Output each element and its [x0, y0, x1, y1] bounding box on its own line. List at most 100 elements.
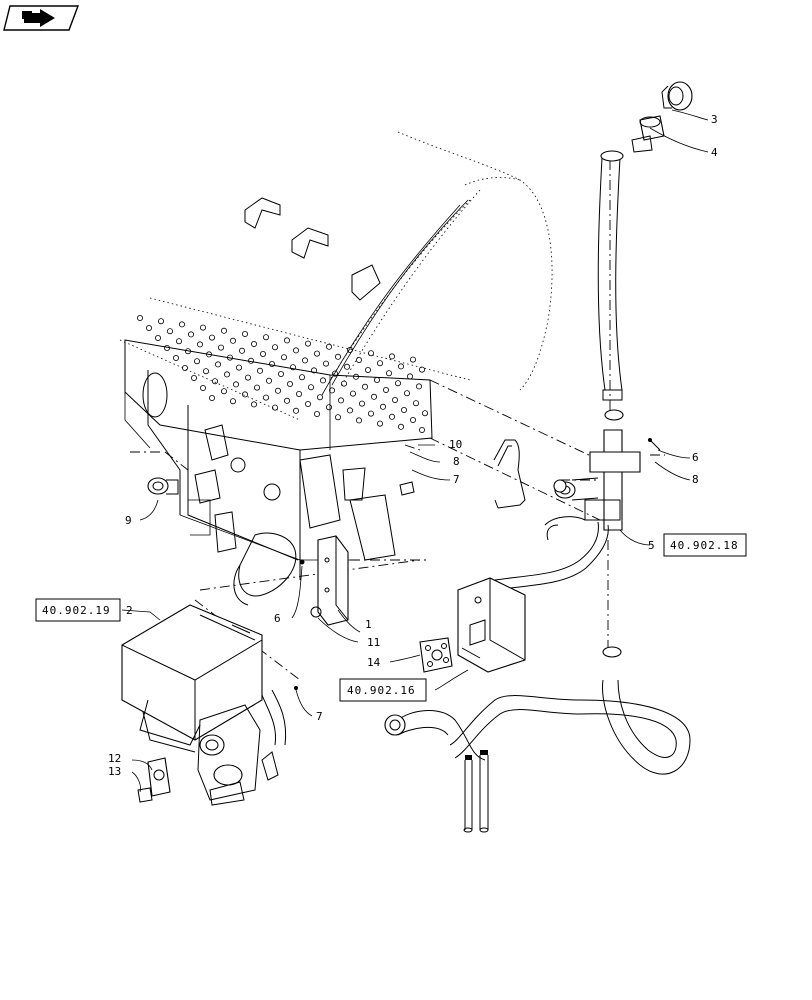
bracket-box [457, 577, 526, 673]
perforation-hole [232, 381, 239, 388]
callout-11: 11 [367, 636, 380, 649]
perforation-hole [382, 386, 389, 393]
perforation-hole [259, 350, 266, 357]
nut-13 [137, 787, 153, 803]
perforation-hole [229, 398, 236, 405]
perforation-hole [238, 347, 245, 354]
perforation-hole [178, 321, 185, 328]
back-arrow-icon[interactable] [3, 5, 80, 31]
perforation-hole [340, 380, 347, 387]
perforation-hole [265, 377, 272, 384]
perforation-hole [250, 340, 257, 347]
fitting-9 [147, 477, 179, 495]
perforation-hole [298, 374, 305, 381]
callout-13: 13 [108, 765, 121, 778]
perforation-hole [196, 341, 203, 348]
perforation-hole [262, 394, 269, 401]
perforation-hole [325, 343, 332, 350]
perforation-hole [325, 404, 332, 411]
callout-12: 12 [108, 752, 121, 765]
perforation-hole [208, 334, 215, 341]
assembly-guides [130, 160, 665, 681]
perforation-hole [310, 367, 317, 374]
perforation-hole [283, 337, 290, 344]
callout-8b: 8 [692, 473, 699, 486]
reference-label: 40.902.18 [670, 539, 739, 552]
perforation-hole [241, 391, 248, 398]
perforation-hole [214, 361, 221, 368]
callout-6b: 6 [692, 451, 699, 464]
mount-plate-12 [147, 757, 171, 797]
callout-labels: 1 2 3 4 5 6 6 7 7 8 8 9 10 11 12 13 14 [108, 113, 718, 778]
perforation-hole [286, 380, 293, 387]
perforation-hole [412, 400, 419, 407]
perforation-hole [367, 350, 374, 357]
perforation-hole [349, 390, 356, 397]
perforation-hole [403, 390, 410, 397]
perforation-hole [217, 344, 224, 351]
callout-8a: 8 [453, 455, 460, 468]
perforation-hole [322, 360, 329, 367]
perforation-hole [397, 423, 404, 430]
perforation-hole [337, 397, 344, 404]
perforation-hole [250, 401, 257, 408]
perforation-hole [352, 373, 359, 380]
reference-box-40-902-18[interactable]: 40.902.18 [663, 533, 747, 557]
perforation-hole [280, 354, 287, 361]
pump-assembly [197, 686, 298, 806]
perforation-hole [418, 426, 425, 433]
reference-box-40-902-19[interactable]: 40.902.19 [35, 598, 121, 622]
perforation-hole [268, 360, 275, 367]
perforation-hole [145, 324, 152, 331]
perforation-hole [394, 380, 401, 387]
reference-label: 40.902.19 [42, 604, 111, 617]
perforation-hole [358, 400, 365, 407]
perforation-hole [409, 356, 416, 363]
perforation-hole [355, 417, 362, 424]
perforation-hole [304, 400, 311, 407]
perforation-hole [415, 383, 422, 390]
perforation-hole [205, 351, 212, 358]
reference-box-40-902-16[interactable]: 40.902.16 [339, 678, 427, 702]
perforation-hole [253, 384, 260, 391]
perforation-hole [136, 314, 143, 321]
perforation-hole [397, 363, 404, 370]
perforation-hole [388, 353, 395, 360]
perforation-hole [307, 384, 314, 391]
cap-3 [661, 81, 693, 111]
perforation-hole [223, 371, 230, 378]
perforation-hole [262, 334, 269, 341]
perforation-hole [355, 356, 362, 363]
vertical-hose [597, 150, 624, 421]
perforation-hole [241, 330, 248, 337]
lower-hose [384, 646, 691, 775]
washer [553, 479, 567, 493]
perforation-hole [346, 407, 353, 414]
perforation-hole [313, 410, 320, 417]
perforation-hole [202, 368, 209, 375]
perforation-hole [334, 353, 341, 360]
perforation-hole [244, 374, 251, 381]
perforation-hole [373, 376, 380, 383]
perforation-hole [376, 420, 383, 427]
return-hose [494, 516, 609, 591]
perforation-hole [331, 370, 338, 377]
perforation-hole [184, 348, 191, 355]
perforation-hole [187, 331, 194, 338]
perforation-hole [343, 363, 350, 370]
perforation-hole [247, 357, 254, 364]
perforation-hole [421, 410, 428, 417]
gasket-14 [419, 637, 453, 673]
perforation-hole [292, 347, 299, 354]
perforation-hole [418, 366, 425, 373]
perforation-hole [409, 416, 416, 423]
perforation-hole [385, 370, 392, 377]
valve-block [194, 424, 415, 606]
perforation-hole [316, 394, 323, 401]
perforation-hole [304, 340, 311, 347]
perforation-hole [181, 364, 188, 371]
perforation-hole [289, 364, 296, 371]
perforation-hole [277, 370, 284, 377]
perforation-hole [376, 360, 383, 367]
callout-6a: 6 [274, 612, 281, 625]
